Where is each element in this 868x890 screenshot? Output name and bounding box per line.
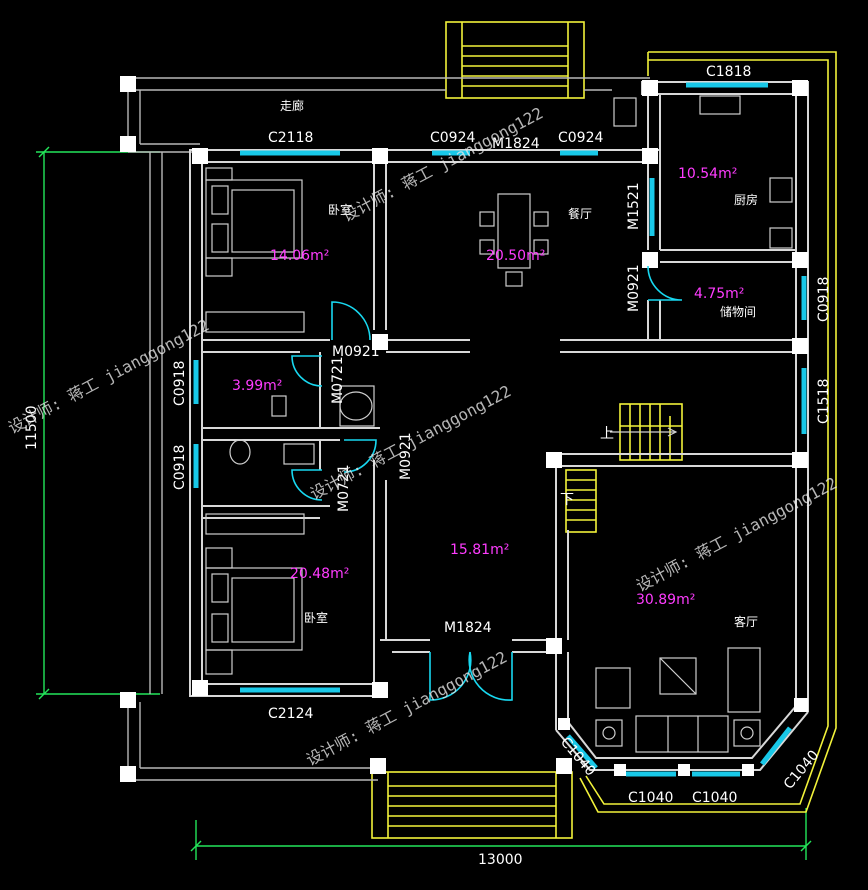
watermark-text: 设计师: 蒋工 jianggong122 [303,647,510,769]
area-kitchen: 10.54m² [678,166,737,182]
room-label-storage: 储物间 [720,304,756,319]
opening-c1040-c: C1040 [692,790,737,806]
room-label-bedroom-top: 卧室 [328,202,352,217]
room-label-kitchen: 厨房 [734,192,758,207]
watermark-text: 设计师: 蒋工 jianggong122 [633,473,840,595]
area-bedroom-top: 14.06m² [270,248,329,264]
area-dining: 20.50m² [486,248,545,264]
dimension-total-height: 11500 [24,405,40,450]
opening-m1521: M1521 [626,182,642,230]
room-label-bedroom-bottom: 卧室 [304,610,328,625]
doors [291,265,683,701]
watermarks: 设计师: 蒋工 jianggong122 设计师: 蒋工 jianggong12… [5,103,840,769]
dimension-total-width: 13000 [478,852,523,868]
opening-c0918-storage: C0918 [816,277,832,322]
room-label-living: 客厅 [734,614,758,629]
opening-m0721-b: M0721 [336,464,352,512]
area-living: 30.89m² [636,592,695,608]
columns [120,76,808,782]
windows [193,82,807,777]
opening-m0921-bath: M0921 [332,344,380,360]
opening-m0921-hall: M0921 [398,432,414,480]
stair-up-label: 上 [600,426,614,442]
furniture [205,95,793,753]
stair-down-label: 下 [560,492,574,508]
opening-c1040-b: C1040 [628,790,673,806]
opening-m1824-top: M1824 [492,136,540,152]
watermark-text: 设计师: 蒋工 jianggong122 [339,103,546,225]
porch-steps [371,21,837,839]
opening-c0924-b: C0924 [558,130,603,146]
walls [127,77,809,781]
area-bath-top: 3.99m² [232,378,282,394]
opening-c2118: C2118 [268,130,313,146]
area-hall: 15.81m² [450,542,509,558]
area-storage: 4.75m² [694,286,744,302]
opening-c1518: C1518 [816,379,832,424]
dimension-labels: 13000 11500 [24,405,523,868]
opening-m0721-a: M0721 [330,356,346,404]
opening-c0918-bath-a: C0918 [172,361,188,406]
opening-m1824-entry: M1824 [444,620,492,636]
opening-c2124: C2124 [268,706,313,722]
opening-c1818: C1818 [706,64,751,80]
opening-c0924-a: C0924 [430,130,475,146]
opening-labels: C2118 C0924 M1824 C0924 C1818 M1521 M092… [172,64,832,806]
area-labels: 14.06m² 20.50m² 10.54m² 4.75m² 3.99m² 15… [232,166,744,608]
room-labels: 走廊 卧室 餐厅 厨房 储物间 客厅 卧室 上 下 [280,98,758,629]
dimension-lines [36,146,812,860]
opening-c0918-bath-b: C0918 [172,445,188,490]
area-bedroom-bottom: 20.48m² [290,566,349,582]
room-label-dining: 餐厅 [568,206,592,221]
opening-m0921-storage: M0921 [626,264,642,312]
room-label-corridor: 走廊 [280,98,304,113]
